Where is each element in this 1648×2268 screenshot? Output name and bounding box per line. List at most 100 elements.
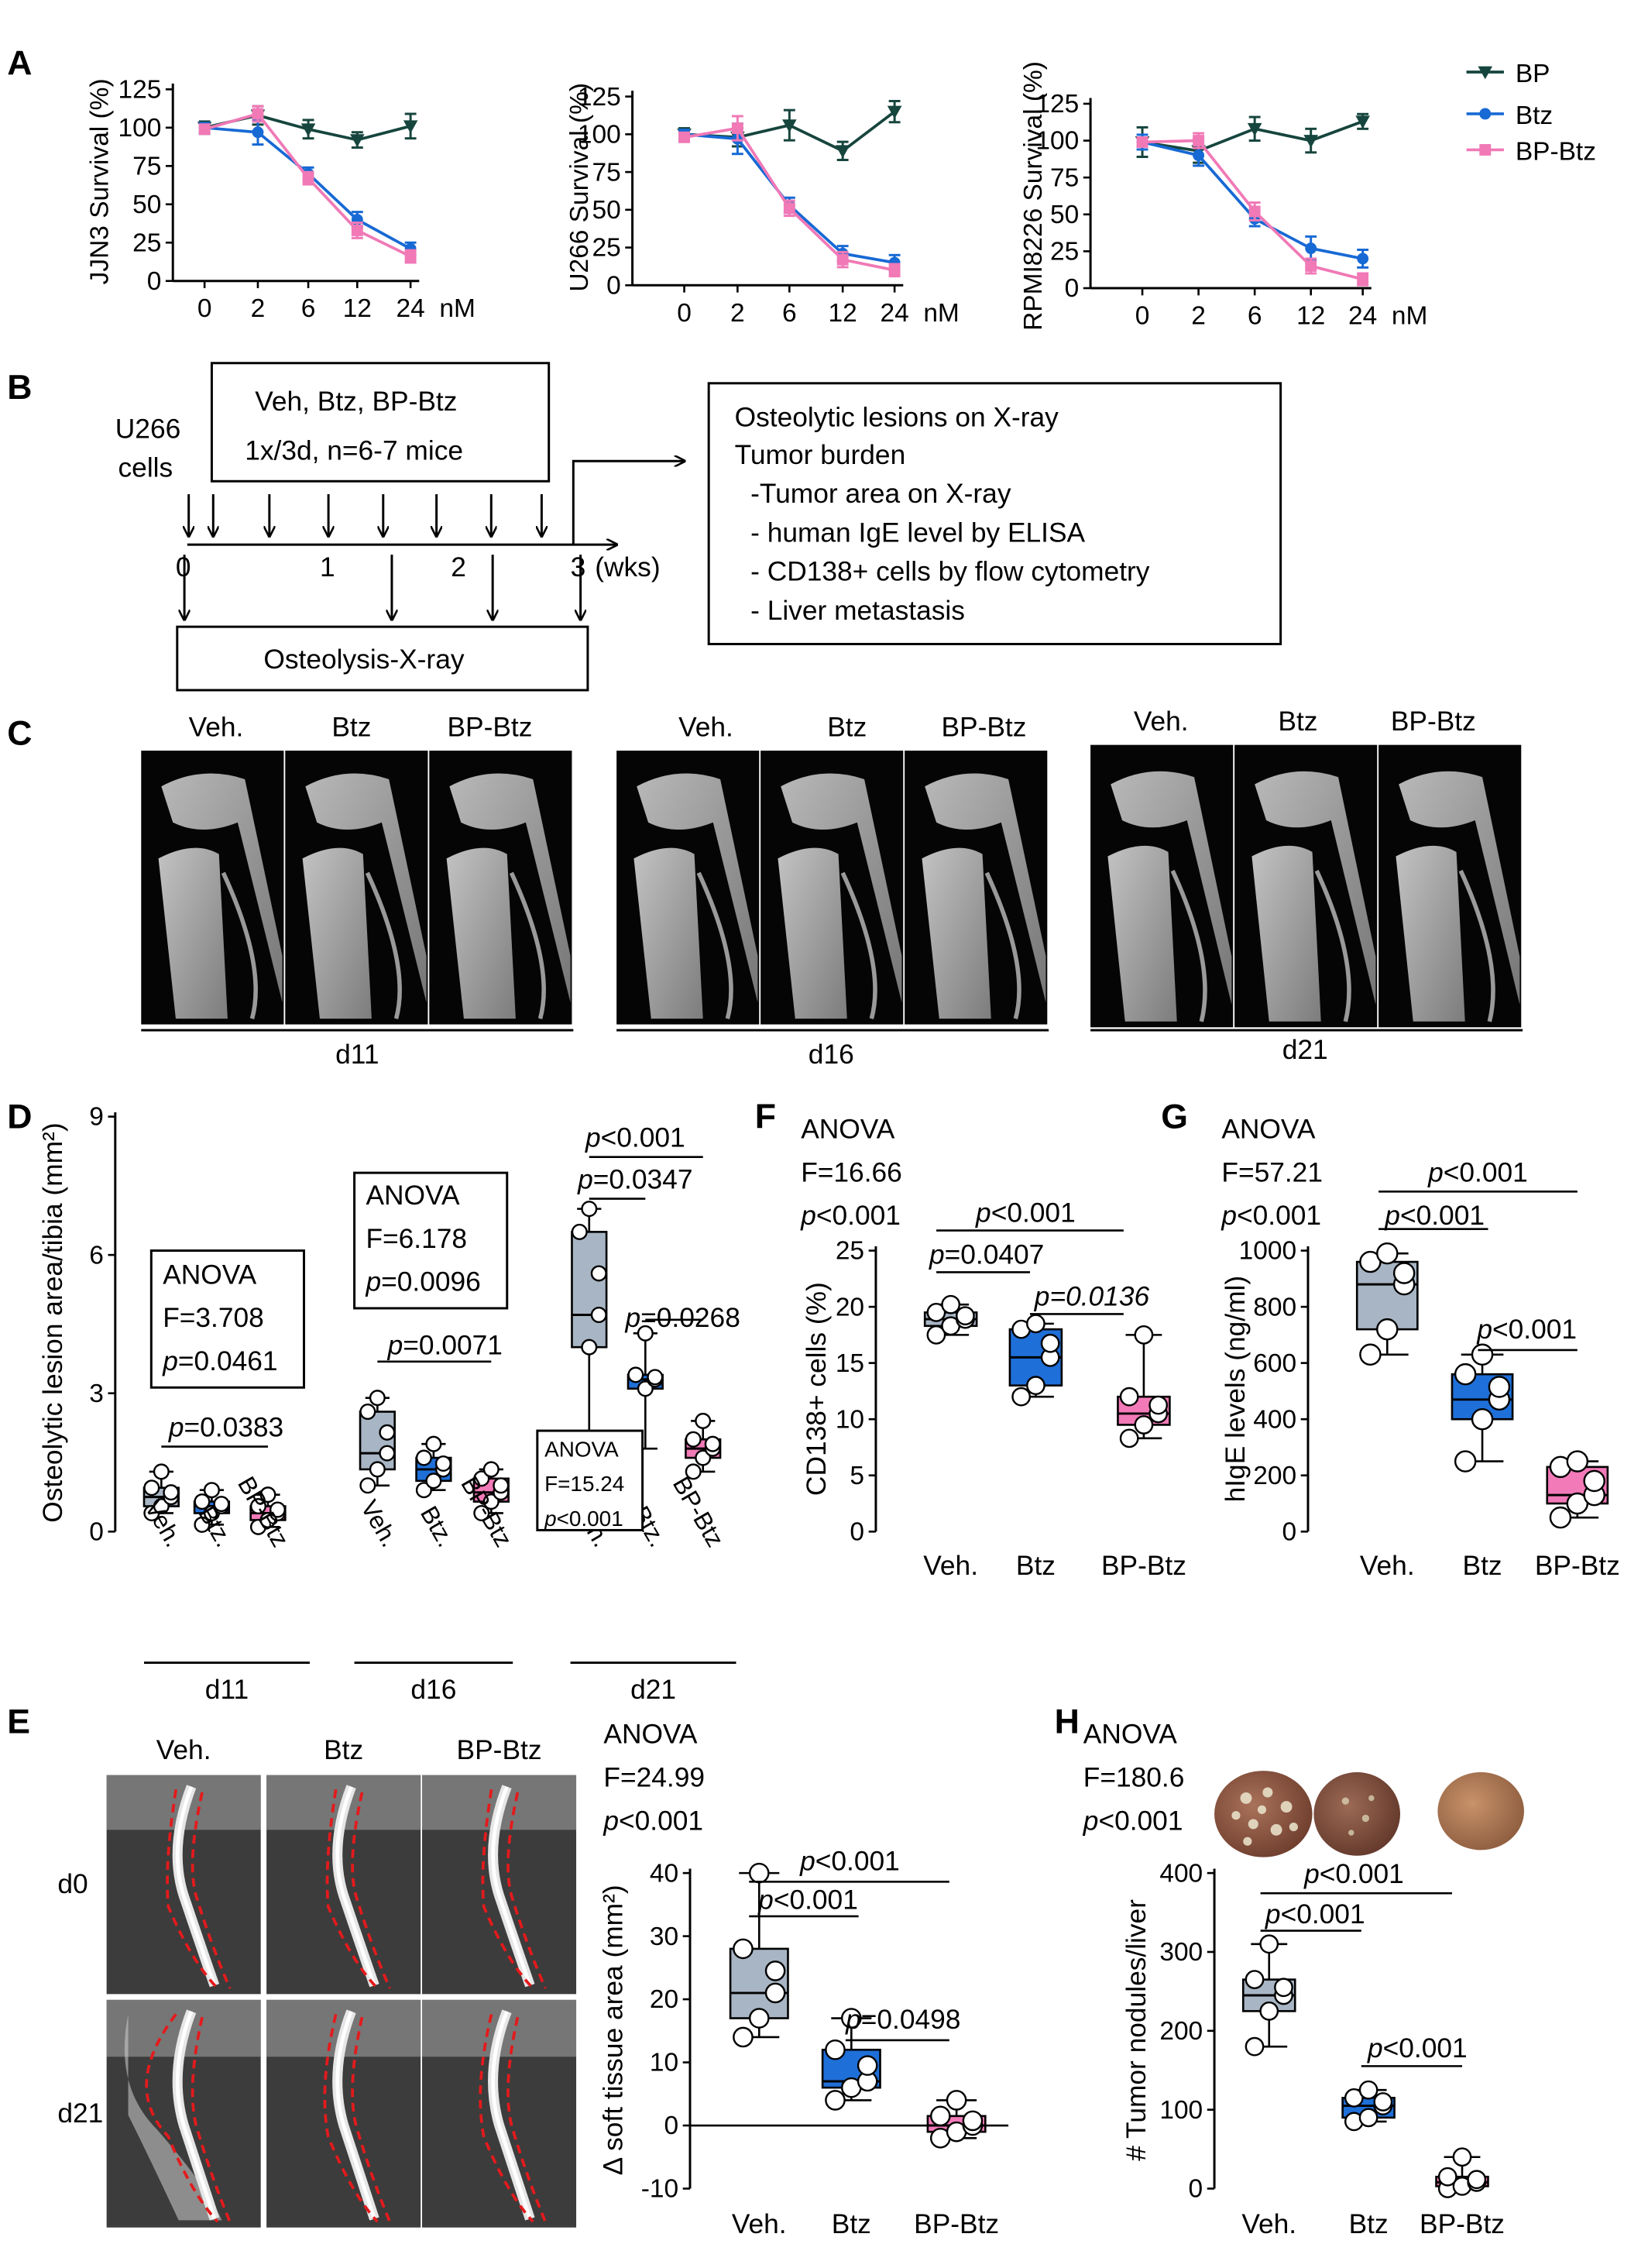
anova-p-value: p=0.0096 <box>365 1267 480 1297</box>
outcome-arrow <box>572 461 684 545</box>
y-axis-label: Δ soft tissue area (mm²) <box>599 1885 629 2175</box>
x-category-label: Btz <box>832 2209 871 2239</box>
data-point <box>1193 135 1205 146</box>
data-point <box>1245 1970 1265 1989</box>
y-tick-label: 200 <box>1253 1462 1296 1490</box>
femur-bone <box>1111 771 1232 1005</box>
liver-photos <box>1214 1771 1524 1857</box>
y-axis-label: RPMI8226 Survival (%) <box>1019 61 1048 331</box>
tibia-bone <box>778 847 847 1019</box>
data-point <box>379 1445 396 1462</box>
data-point <box>782 119 797 132</box>
p-value-label: p=0.0071 <box>387 1330 503 1360</box>
data-point <box>929 2105 951 2127</box>
p-value-label: p<0.001 <box>1427 1157 1528 1187</box>
timeline-unit: (wks) <box>595 552 660 582</box>
soft-tissue-outline <box>479 2013 547 2223</box>
data-point <box>685 1463 702 1480</box>
xray-column-label: BP-Btz <box>447 713 532 743</box>
leg-xray-d0-0 <box>106 1775 261 1995</box>
x-category-label: Btz <box>1463 1551 1502 1581</box>
data-point <box>956 1306 975 1326</box>
anova-f-value: F=16.66 <box>801 1157 902 1187</box>
p-value-label: p<0.001 <box>757 1885 858 1916</box>
series-bp-btz <box>198 105 417 264</box>
fibula-bone <box>984 871 1021 1019</box>
data-point <box>1376 1318 1399 1341</box>
anova-box <box>149 1249 305 1389</box>
series-bp-btz <box>1136 132 1369 287</box>
data-point <box>685 1431 702 1448</box>
y-tick-label: 25 <box>592 234 620 263</box>
box-veh <box>1241 1934 1296 2057</box>
anova-p-value: p<0.001 <box>1083 1806 1183 1836</box>
y-tick-label: 5 <box>850 1462 864 1490</box>
series-btz <box>198 119 417 256</box>
data-point <box>1358 2080 1378 2100</box>
panel-letter-f: F <box>755 1098 776 1136</box>
y-tick-label: 75 <box>1050 163 1079 192</box>
xray-box-label: Osteolysis-X-ray <box>263 644 464 675</box>
p-value-label: p<0.001 <box>1303 1859 1404 1889</box>
y-tick-label: 125 <box>578 83 621 112</box>
data-point <box>637 1380 654 1397</box>
soft-tissue-outline <box>481 1789 547 1990</box>
tibia-bone <box>158 847 228 1019</box>
data-point <box>194 1516 211 1533</box>
femur-bone <box>637 773 758 1003</box>
data-point <box>1136 136 1148 148</box>
data-point <box>1452 2147 1472 2167</box>
data-point <box>252 108 264 120</box>
x-category-label: Veh. <box>1360 1551 1415 1581</box>
data-point <box>1193 149 1205 162</box>
femur-bone <box>1255 771 1376 1005</box>
legend-marker-bpbtz <box>1479 144 1492 156</box>
xray-image-veh <box>616 751 760 1025</box>
treatment-line-2: 1x/3d, n=6-7 mice <box>245 435 463 466</box>
data-point <box>1305 260 1317 272</box>
data-point <box>764 1960 786 1981</box>
data-point <box>825 2039 846 2060</box>
y-tick-label: 100 <box>1159 2096 1203 2125</box>
series-bp <box>677 99 902 161</box>
femur-bone <box>925 773 1046 1003</box>
anova-label: ANOVA <box>544 1438 619 1462</box>
anova-label: ANOVA <box>603 1720 697 1750</box>
data-point <box>359 1404 376 1421</box>
outcome-box <box>707 382 1282 645</box>
data-point <box>1259 2001 1279 2021</box>
data-point <box>434 1455 451 1472</box>
p-value-label: p=0.0498 <box>845 2005 960 2035</box>
leg-bone-cortex <box>175 2010 217 2220</box>
fibula-bone <box>1170 869 1207 1022</box>
anova-f-value: F=3.708 <box>163 1303 264 1333</box>
xray-column-label: Veh. <box>156 1735 211 1765</box>
leg-xray-d21-0 <box>106 1999 261 2228</box>
xray-column-label: BP-Btz <box>1391 706 1476 737</box>
y-axis-label: U266 Survival (%) <box>565 83 594 292</box>
data-point <box>590 1307 607 1324</box>
panel-a-legend: BP Btz BP-Btz <box>1466 60 1596 166</box>
data-point <box>887 105 902 119</box>
y-axis-label: hIgE levels (ng/ml) <box>1221 1276 1251 1503</box>
y-tick-label: 600 <box>1253 1349 1296 1378</box>
box-bp-btz <box>1546 1450 1609 1529</box>
data-point <box>581 1201 598 1218</box>
y-tick-label: 100 <box>1035 127 1079 156</box>
anova-label: ANOVA <box>1221 1114 1315 1144</box>
x-tick-label: 0 <box>677 299 692 328</box>
timeline-tick-2: 2 <box>451 552 466 582</box>
xray-image-bp-btz <box>429 751 572 1025</box>
y-axis-label: CD138+ cells (%) <box>802 1282 832 1496</box>
data-point <box>695 1412 712 1429</box>
xray-column-label: Veh. <box>1134 706 1189 737</box>
dosing-arrows <box>189 494 542 536</box>
y-tick-label: 0 <box>1189 2175 1203 2204</box>
xray-column-label: Veh. <box>678 713 733 743</box>
